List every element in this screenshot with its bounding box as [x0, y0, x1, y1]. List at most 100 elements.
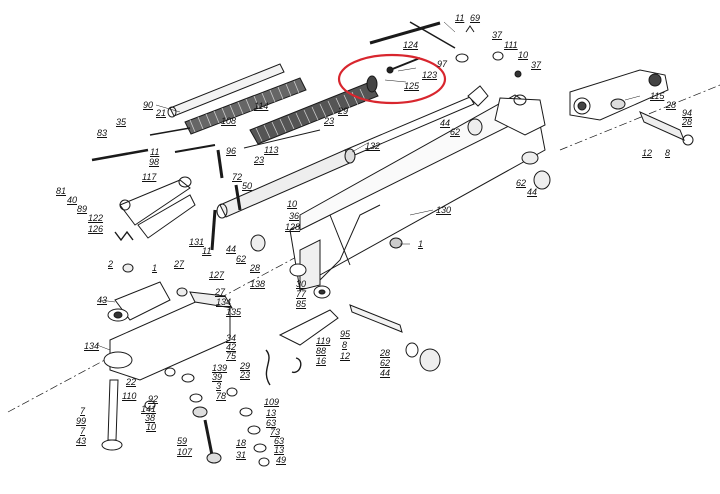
label-127: 127	[209, 270, 225, 280]
label-37: 37	[492, 30, 503, 40]
label-109: 109	[264, 397, 280, 407]
label-90: 90	[143, 100, 154, 110]
label-23: 23	[324, 116, 335, 126]
label-43: 43	[97, 295, 108, 305]
label-63: 63	[266, 418, 277, 428]
label-11: 11	[150, 147, 160, 157]
washer-37	[492, 51, 504, 61]
bushing-44c	[250, 234, 266, 252]
label-117: 117	[142, 172, 157, 182]
label-39: 39	[212, 372, 223, 382]
spring-114	[184, 77, 307, 135]
label-135: 135	[226, 307, 242, 317]
leader-lines	[96, 21, 641, 351]
label-62: 62	[236, 254, 247, 264]
bushing-44a	[467, 118, 483, 136]
label-69: 69	[470, 13, 481, 23]
knob-1	[389, 237, 403, 249]
label-119: 119	[316, 336, 331, 346]
rod-124	[409, 21, 456, 49]
label-96: 96	[226, 146, 237, 156]
washer-28d	[405, 342, 419, 358]
label-18: 18	[236, 438, 247, 448]
label-72: 72	[232, 172, 243, 182]
label-44: 44	[527, 187, 538, 197]
label-38: 38	[145, 413, 156, 423]
label-11: 11	[202, 246, 212, 256]
label-128: 128	[285, 222, 301, 232]
label-97: 97	[437, 59, 448, 69]
label-30: 30	[296, 279, 307, 289]
label-7: 7	[80, 406, 86, 416]
pin-11b	[174, 144, 216, 153]
label-10: 10	[518, 50, 529, 60]
label-8: 8	[342, 340, 348, 350]
rod-113	[243, 129, 321, 149]
label-77: 77	[296, 289, 307, 299]
label-131: 131	[189, 237, 205, 247]
label-13: 13	[266, 408, 277, 418]
label-108: 108	[221, 116, 237, 126]
clip-69	[465, 25, 475, 33]
spring-16	[291, 357, 302, 374]
label-2: 2	[108, 259, 114, 269]
label-49: 49	[276, 455, 287, 465]
bar-90-end	[167, 106, 177, 118]
label-113: 113	[264, 145, 279, 155]
nut-37	[514, 70, 522, 78]
label-73: 73	[270, 427, 281, 437]
spring-125	[249, 75, 379, 145]
label-59: 59	[177, 436, 188, 446]
highlight-circle	[337, 53, 447, 105]
label-16: 16	[316, 356, 327, 366]
link-117	[114, 176, 196, 242]
base-frame-134	[103, 263, 233, 381]
label-21: 21	[156, 108, 167, 118]
right-centerline	[559, 84, 720, 151]
label-132: 132	[365, 141, 381, 151]
label-11: 11	[455, 13, 465, 23]
label-8: 8	[665, 148, 671, 158]
label-36: 36	[289, 211, 300, 221]
label-62: 62	[516, 178, 527, 188]
label-114: 114	[254, 101, 269, 111]
label-22: 22	[126, 377, 137, 387]
label-85: 85	[296, 299, 307, 309]
label-40: 40	[67, 195, 78, 205]
washer-111	[455, 53, 469, 63]
label-126: 126	[88, 224, 104, 234]
rod-83	[91, 148, 149, 162]
label-10: 10	[287, 199, 298, 209]
label-10: 10	[146, 422, 157, 432]
label-37: 37	[531, 60, 542, 70]
label-81: 81	[56, 186, 67, 196]
label-44: 44	[440, 118, 451, 128]
leg-99	[107, 379, 119, 441]
label-134: 134	[84, 341, 100, 351]
label-98: 98	[149, 157, 160, 167]
label-27: 27	[215, 287, 226, 297]
label-29: 29	[338, 106, 349, 116]
label-62: 62	[450, 127, 461, 137]
label-95: 95	[340, 329, 351, 339]
label-28: 28	[250, 263, 261, 273]
label-124: 124	[403, 40, 419, 50]
label-88: 88	[316, 346, 327, 356]
label-122: 122	[88, 213, 104, 223]
label-31: 31	[236, 450, 247, 460]
bracket-115	[569, 69, 694, 146]
label-1: 1	[152, 263, 158, 273]
label-92: 92	[148, 394, 159, 404]
label-138: 138	[250, 279, 266, 289]
label-23: 23	[254, 155, 265, 165]
label-35: 35	[116, 117, 127, 127]
label-28: 28	[666, 100, 677, 110]
label-50: 50	[242, 181, 253, 191]
label-27: 27	[174, 259, 185, 269]
label-141: 141	[141, 404, 157, 414]
label-13: 13	[274, 445, 285, 455]
label-12: 12	[340, 351, 351, 361]
label-34: 34	[226, 333, 237, 343]
label-130: 130	[436, 205, 452, 215]
